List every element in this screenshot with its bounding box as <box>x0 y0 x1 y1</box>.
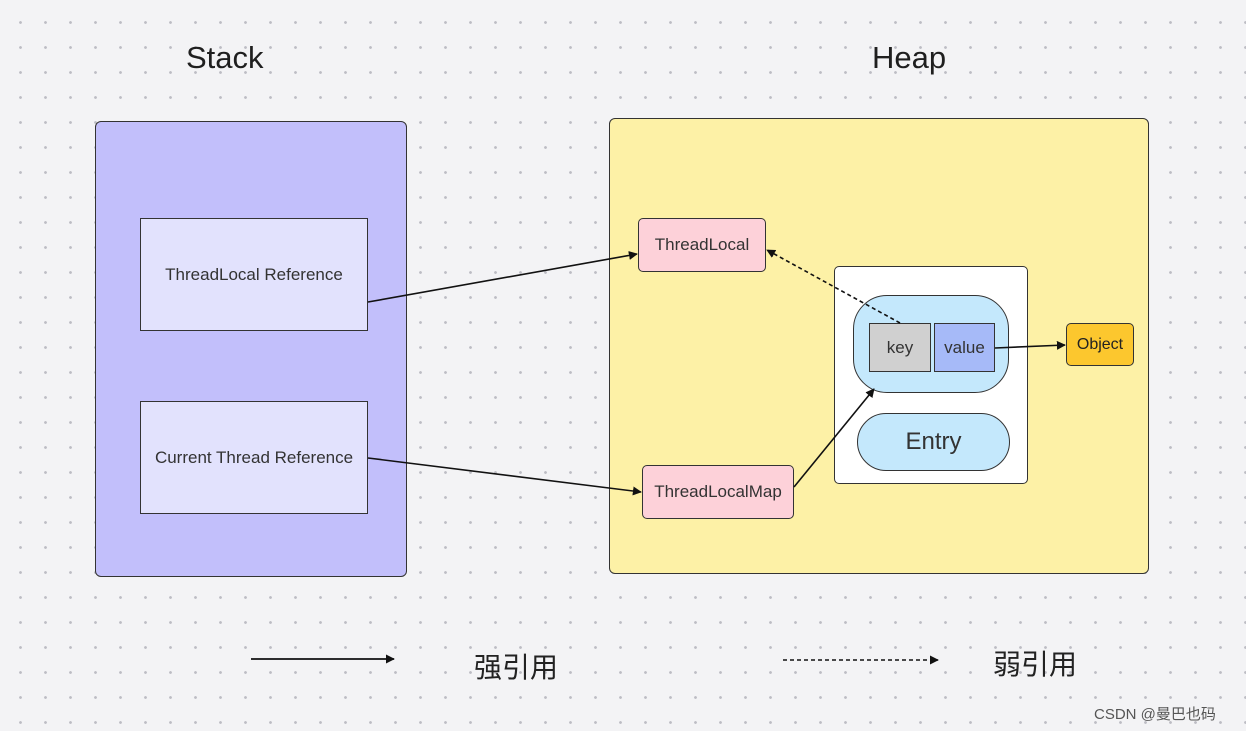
watermark: CSDN @曼巴也码 <box>1094 706 1216 723</box>
current-thread-reference-box: Current Thread Reference <box>140 401 368 514</box>
strong-arrow-threadlocal-ref-to-threadlocal <box>367 250 638 303</box>
strong-arrow-thread-ref-to-threadlocalmap <box>367 457 642 496</box>
heap-title: Heap <box>872 40 947 75</box>
stack-title: Stack <box>186 40 264 75</box>
entry-value-box: value <box>934 323 995 372</box>
object-node: Object <box>1066 323 1134 366</box>
entry-key-box: key <box>869 323 931 372</box>
entry-label-pill: Entry <box>857 413 1010 471</box>
threadlocal-reference-box: ThreadLocal Reference <box>140 218 368 331</box>
legend-strong-label: 强引用 <box>474 652 559 683</box>
threadlocal-node: ThreadLocal <box>638 218 766 272</box>
threadlocalmap-node: ThreadLocalMap <box>642 465 794 519</box>
legend-weak-label: 弱引用 <box>993 649 1078 680</box>
